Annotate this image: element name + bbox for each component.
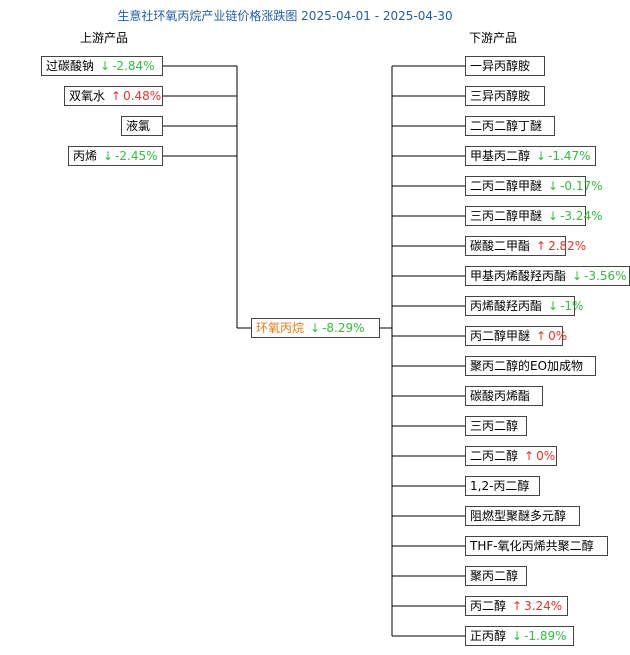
change-value: -2.45% <box>115 149 158 163</box>
node-name: 聚丙二醇的EO加成物 <box>470 359 584 373</box>
downstream-node[interactable]: 丙二醇 ↑3.24% <box>465 596 568 616</box>
arrow-up-icon: ↑ <box>536 239 547 253</box>
upstream-node[interactable]: 双氧水 ↑0.48% <box>64 86 163 106</box>
downstream-node[interactable]: 三丙二醇甲醚 ↓-3.24% <box>465 206 603 226</box>
node-name: 丙二醇甲醚 <box>470 329 531 343</box>
node-name: 过碳酸钠 <box>46 59 95 73</box>
downstream-node[interactable]: 二丙二醇丁醚 <box>465 116 555 136</box>
arrow-down-icon: ↓ <box>103 149 114 163</box>
price-change: ↓-2.45% <box>103 149 158 163</box>
price-change: ↑2.82% <box>536 239 586 253</box>
price-change: ↓-3.24% <box>548 209 603 223</box>
price-change: ↓-2.84% <box>100 59 155 73</box>
downstream-node[interactable]: 阻燃型聚醚多元醇 <box>465 506 580 526</box>
downstream-node[interactable]: 甲基丙二醇 ↓-1.47% <box>465 146 596 166</box>
node-name: 甲基丙二醇 <box>470 149 531 163</box>
change-value: 0.48% <box>123 89 162 103</box>
upstream-label: 上游产品 <box>80 31 129 45</box>
node-name: 正丙醇 <box>470 629 507 643</box>
upstream-node[interactable]: 丙烯 ↓-2.45% <box>68 146 163 166</box>
price-change: ↓-8.29% <box>310 321 365 335</box>
arrow-down-icon: ↓ <box>310 321 321 335</box>
node-name: 丙二醇 <box>470 599 507 613</box>
price-change: ↓-1.89% <box>512 629 567 643</box>
node-name: THF-氧化丙烯共聚二醇 <box>470 539 594 553</box>
node-name: 三丙二醇 <box>470 419 519 433</box>
downstream-node[interactable]: 1,2-丙二醇 <box>465 476 540 496</box>
downstream-node[interactable]: 丙烯酸羟丙酯 ↓-1% <box>465 296 583 316</box>
change-value: -3.24% <box>560 209 603 223</box>
change-value: -3.56% <box>584 269 627 283</box>
change-value: 0% <box>548 329 568 343</box>
downstream-node[interactable]: 一异丙醇胺 <box>465 56 545 76</box>
downstream-node[interactable]: THF-氧化丙烯共聚二醇 <box>465 536 608 556</box>
price-change: ↑0% <box>524 449 555 463</box>
price-change: ↓-1.47% <box>536 149 591 163</box>
downstream-node[interactable]: 二丙二醇甲醚 ↓-0.17% <box>465 176 603 196</box>
price-change: ↓-0.17% <box>548 179 603 193</box>
arrow-up-icon: ↑ <box>512 599 523 613</box>
price-change: ↓-3.56% <box>572 269 627 283</box>
downstream-node[interactable]: 聚丙二醇的EO加成物 <box>465 356 596 376</box>
change-value: -8.29% <box>322 321 365 335</box>
downstream-node[interactable]: 碳酸二甲酯 ↑2.82% <box>465 236 586 256</box>
downstream-label: 下游产品 <box>469 31 518 45</box>
node-name: 双氧水 <box>69 89 106 103</box>
change-value: 2.82% <box>548 239 587 253</box>
node-name: 二丙二醇 <box>470 449 519 463</box>
node-name: 丙烯酸羟丙酯 <box>470 299 543 313</box>
node-name: 甲基丙烯酸羟丙酯 <box>470 269 567 283</box>
arrow-down-icon: ↓ <box>536 149 547 163</box>
price-change: ↑0.48% <box>111 89 161 103</box>
node-name: 三丙二醇甲醚 <box>470 209 543 223</box>
change-value: -1.47% <box>548 149 591 163</box>
change-value: -0.17% <box>560 179 603 193</box>
price-change: ↓-1% <box>548 299 583 313</box>
change-value: 3.24% <box>524 599 563 613</box>
node-name: 一异丙醇胺 <box>470 59 531 73</box>
arrow-up-icon: ↑ <box>536 329 547 343</box>
node-name: 碳酸二甲酯 <box>470 239 531 253</box>
change-value: -1% <box>560 299 584 313</box>
arrow-down-icon: ↓ <box>512 629 523 643</box>
node-name: 阻燃型聚醚多元醇 <box>470 509 567 523</box>
downstream-node[interactable]: 三异丙醇胺 <box>465 86 545 106</box>
chart-title: 生意社环氧丙烷产业链价格涨跌图 2025-04-01 - 2025-04-30 <box>117 9 453 23</box>
arrow-down-icon: ↓ <box>572 269 583 283</box>
node-name: 1,2-丙二醇 <box>470 479 530 493</box>
upstream-node[interactable]: 液氯 <box>121 116 163 136</box>
arrow-down-icon: ↓ <box>548 209 559 223</box>
node-name: 二丙二醇丁醚 <box>470 119 543 133</box>
price-change: ↑0% <box>536 329 567 343</box>
node-name: 聚丙二醇 <box>470 569 519 583</box>
downstream-node[interactable]: 丙二醇甲醚 ↑0% <box>465 326 567 346</box>
node-name: 三异丙醇胺 <box>470 89 531 103</box>
node-name: 液氯 <box>126 119 151 133</box>
downstream-node[interactable]: 聚丙二醇 <box>465 566 527 586</box>
change-value: -2.84% <box>112 59 155 73</box>
node-name: 二丙二醇甲醚 <box>470 179 543 193</box>
arrow-down-icon: ↓ <box>100 59 111 73</box>
node-name: 碳酸丙烯酯 <box>470 389 531 403</box>
center-node[interactable]: 环氧丙烷 ↓-8.29% <box>251 318 380 338</box>
arrow-down-icon: ↓ <box>548 299 559 313</box>
arrow-up-icon: ↑ <box>524 449 535 463</box>
downstream-node[interactable]: 三丙二醇 <box>465 416 527 436</box>
node-name: 环氧丙烷 <box>256 321 305 335</box>
arrow-up-icon: ↑ <box>111 89 122 103</box>
change-value: -1.89% <box>524 629 567 643</box>
change-value: 0% <box>536 449 556 463</box>
upstream-node[interactable]: 过碳酸钠 ↓-2.84% <box>41 56 163 76</box>
downstream-node[interactable]: 二丙二醇 ↑0% <box>465 446 557 466</box>
downstream-node[interactable]: 碳酸丙烯酯 <box>465 386 543 406</box>
node-name: 丙烯 <box>73 149 98 163</box>
downstream-node[interactable]: 正丙醇 ↓-1.89% <box>465 626 574 646</box>
arrow-down-icon: ↓ <box>548 179 559 193</box>
downstream-node[interactable]: 甲基丙烯酸羟丙酯 ↓-3.56% <box>465 266 630 286</box>
price-change: ↑3.24% <box>512 599 562 613</box>
